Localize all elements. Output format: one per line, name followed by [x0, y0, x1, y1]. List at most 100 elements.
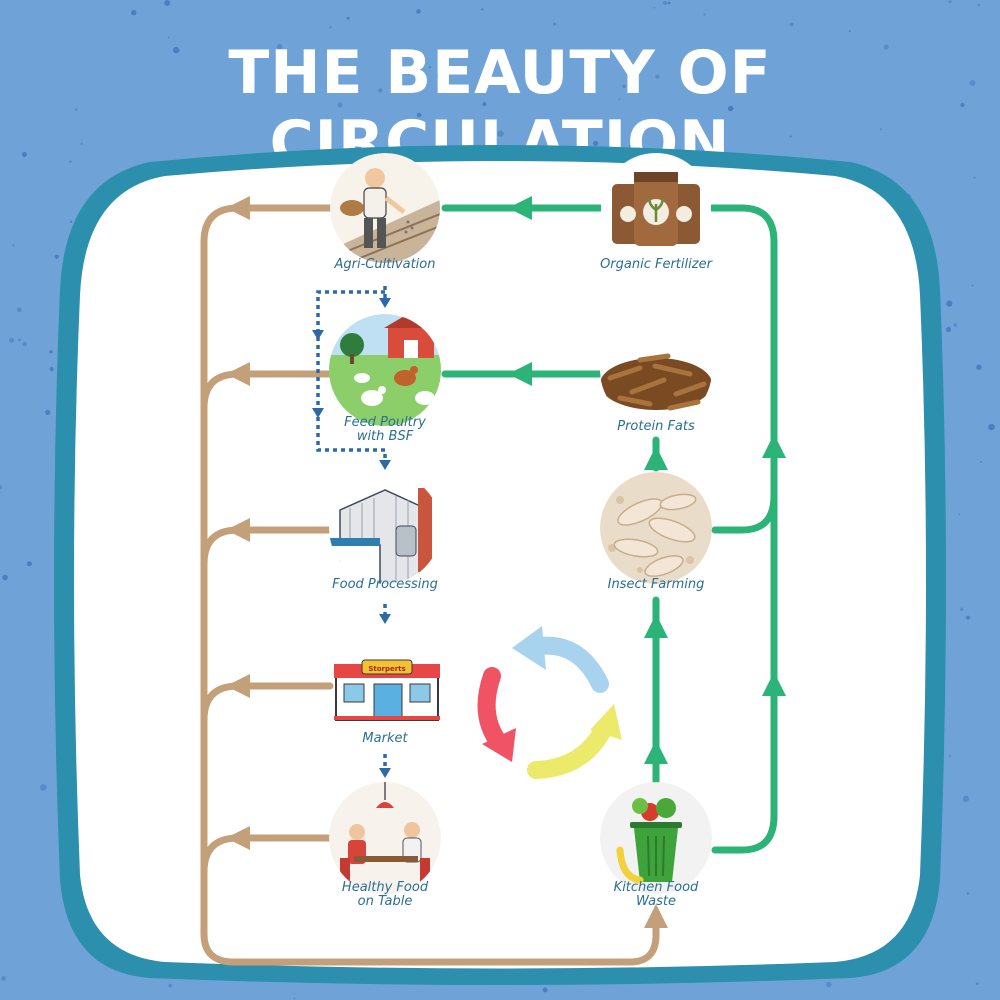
farmer-sowing-icon: [330, 153, 440, 263]
speckle-dot: [12, 244, 15, 247]
speckle-dot: [69, 160, 72, 163]
speckle-dot: [497, 130, 504, 137]
speckle-dot: [825, 981, 832, 988]
node-label-feed-poultry: Feed Poultry with BSF: [344, 415, 426, 444]
speckle-dot: [789, 22, 794, 27]
speckle-dot: [960, 607, 964, 611]
speckle-dot: [960, 102, 965, 107]
speckle-dot: [481, 8, 484, 11]
speckle-dot: [945, 326, 952, 333]
speckle-dot: [378, 88, 383, 93]
poultry-farm-icon: [329, 314, 441, 426]
speckle-dot: [416, 112, 422, 118]
speckle-dot: [329, 26, 332, 29]
recycle-arrows-icon: [477, 626, 622, 779]
speckle-dot: [953, 323, 958, 327]
speckle-dot: [21, 151, 27, 157]
speckle-dot: [622, 84, 626, 89]
green-arrowheads: [508, 196, 786, 764]
speckle-dot: [727, 105, 734, 112]
speckle-dot: [976, 364, 982, 370]
speckle-dot: [167, 36, 170, 39]
speckle-dot: [0, 485, 3, 490]
speckle-dot: [883, 44, 889, 50]
speckle-dot: [437, 72, 444, 79]
speckle-dot: [655, 74, 660, 79]
dried-larvae-icon: [600, 314, 712, 426]
speckle-dot: [1, 976, 7, 981]
brown-arrowheads: [226, 196, 668, 928]
speckle-dot: [948, 0, 952, 4]
speckle-dot: [276, 43, 283, 50]
speckle-dot: [879, 128, 883, 131]
node-label-market: Market: [362, 731, 408, 746]
speckle-dot: [492, 50, 496, 54]
node-label-agri-cultivation: Agri-Cultivation: [334, 257, 436, 272]
speckle-dot: [39, 784, 47, 791]
panel: [74, 161, 926, 969]
speckle-dot: [958, 513, 961, 516]
speckle-dot: [703, 13, 706, 16]
speckle-dot: [663, 1, 668, 5]
speckle-dot: [667, 1, 671, 5]
speckle-dot: [969, 80, 976, 86]
speckle-dot: [973, 176, 976, 179]
speckle-dot: [966, 615, 970, 620]
speckle-dot: [49, 367, 54, 371]
speckle-dot: [848, 30, 851, 33]
node-label-organic-fertilizer: Organic Fertilizer: [600, 257, 712, 272]
node-label-insect-farming: Insect Farming: [607, 577, 705, 592]
speckle-dot: [293, 997, 296, 1000]
speckle-dot: [988, 423, 995, 431]
node-label-food-processing: Food Processing: [332, 577, 438, 592]
speckle-dot: [552, 22, 557, 26]
speckle-dot: [946, 300, 953, 307]
speckle-dot: [978, 4, 980, 7]
node-label-kitchen-food-waste: Kitchen Food Waste: [613, 880, 699, 909]
speckle-dot: [337, 102, 343, 108]
speckle-dot: [173, 46, 180, 54]
speckle-dot: [949, 755, 952, 758]
speckle-dot: [131, 10, 137, 16]
speckle-dot: [618, 141, 621, 144]
larvae-icon: [600, 472, 712, 584]
store-sign: Storperts: [368, 665, 405, 673]
speckle-dot: [16, 307, 22, 313]
node-label-protein-fats: Protein Fats: [617, 419, 695, 434]
speckle-dot: [542, 987, 548, 993]
speckle-dot: [789, 135, 792, 138]
speckle-dot: [618, 98, 621, 101]
speckle-dot: [49, 350, 53, 354]
speckle-dot: [482, 102, 487, 107]
speckle-dot: [416, 9, 421, 14]
speckle-dot: [593, 140, 599, 146]
speckle-dot: [80, 142, 83, 145]
speckle-dot: [70, 220, 73, 223]
dotted-arrowheads: [312, 298, 391, 778]
speckle-dot: [164, 0, 171, 6]
speckle-dot: [971, 284, 974, 287]
speckle-dot: [74, 108, 78, 111]
speckle-dot: [975, 982, 979, 986]
speckle-dot: [291, 122, 295, 125]
speckle-dot: [653, 6, 656, 9]
speckle-dot: [26, 561, 32, 567]
speckle-dot: [980, 461, 982, 463]
speckle-dot: [2, 574, 8, 581]
speckle-dot: [18, 338, 21, 342]
speckle-dot: [168, 983, 173, 988]
speckle-dot: [45, 409, 51, 415]
speckle-dot: [54, 254, 59, 259]
speckle-dot: [9, 337, 15, 343]
store-icon: [334, 659, 440, 721]
speckle-dot: [966, 892, 970, 895]
speckle-dot: [428, 66, 431, 69]
speckle-dot: [22, 341, 28, 347]
node-label-healthy-food: Healthy Food on Table: [341, 880, 429, 909]
dining-people-icon: [329, 782, 441, 894]
factory-icon: [329, 472, 441, 584]
speckle-dot: [962, 795, 970, 802]
speckle-dot: [346, 16, 350, 20]
food-waste-bin-icon: [600, 782, 712, 894]
